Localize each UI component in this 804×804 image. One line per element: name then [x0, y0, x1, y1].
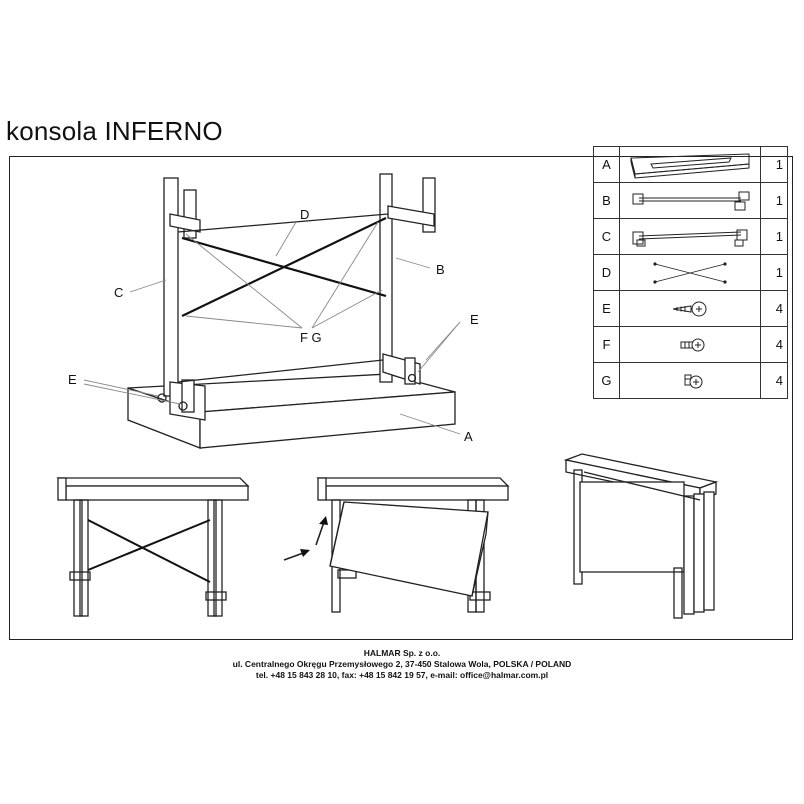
parts-list-table: A 1 B 1 C 1 D: [593, 146, 789, 399]
part-letter: G: [593, 362, 620, 399]
upper-rail: [177, 213, 389, 233]
parts-row: A 1: [593, 146, 789, 183]
step-2-illustration: [283, 477, 510, 613]
part-letter: A: [593, 146, 620, 183]
leg-frame-c-icon: [618, 218, 761, 255]
leg-frame-b: [379, 173, 436, 385]
leg-frame-c: [163, 177, 206, 421]
part-qty: 1: [759, 146, 789, 183]
part-qty: 4: [759, 326, 789, 363]
parts-row: B 1: [593, 182, 789, 219]
cross-cables-d: [181, 217, 387, 317]
part-qty: 4: [759, 290, 789, 327]
footer-address: ul. Centralnego Okręgu Przemysłowego 2, …: [232, 659, 572, 669]
document-title: konsola INFERNO: [6, 116, 223, 146]
callout-fg: F G: [300, 330, 322, 345]
part-qty: 1: [759, 254, 789, 291]
long-screw-icon: [618, 290, 761, 327]
part-letter: C: [593, 218, 620, 255]
cross-cable-icon: [618, 254, 761, 291]
round-screw-icon: [618, 362, 761, 399]
instruction-frame: [9, 156, 793, 640]
callout-e-left: E: [68, 372, 77, 387]
parts-row: C 1: [593, 218, 789, 255]
leader-lines: [83, 221, 461, 435]
short-screw-icon: [618, 326, 761, 363]
parts-row: D 1: [593, 254, 789, 291]
step-1-illustration: [56, 477, 250, 617]
callout-e-right: E: [470, 312, 479, 327]
part-qty: 1: [759, 218, 789, 255]
part-letter: F: [593, 326, 620, 363]
part-letter: E: [593, 290, 620, 327]
parts-row: F 4: [593, 326, 789, 363]
part-qty: 1: [759, 182, 789, 219]
parts-row: E 4: [593, 290, 789, 327]
step-3-illustration: [563, 453, 719, 619]
lower-rail: [177, 359, 384, 383]
footer-company: HALMAR Sp. z o.o.: [363, 648, 441, 658]
part-letter: D: [593, 254, 620, 291]
leg-frame-b-icon: [618, 182, 761, 219]
table-top-a: [127, 373, 456, 449]
footer-contact: tel. +48 15 843 28 10, fax: +48 15 842 1…: [255, 670, 549, 680]
top-panel-icon: [618, 146, 761, 183]
callout-c: C: [114, 285, 124, 300]
callout-d: D: [300, 207, 310, 222]
part-letter: B: [593, 182, 620, 219]
callout-a: A: [464, 429, 473, 444]
parts-row: G 4: [593, 362, 789, 399]
part-qty: 4: [759, 362, 789, 399]
screws-e: [157, 373, 417, 411]
callout-b: B: [436, 262, 445, 277]
